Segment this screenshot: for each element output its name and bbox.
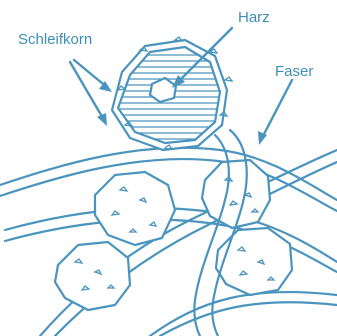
arrow-fiber (262, 80, 292, 138)
fiber-strand (160, 302, 337, 336)
lower-grain (202, 160, 270, 228)
fiber-strand (150, 292, 337, 336)
main-grain (110, 37, 232, 150)
arrowhead (97, 113, 107, 126)
lower-grain (95, 172, 175, 245)
lower-grain (216, 228, 292, 295)
grain-cluster (55, 160, 292, 310)
label-fiber: Faser (275, 63, 313, 80)
lower-grain (55, 242, 130, 310)
label-resin: Harz (238, 9, 270, 26)
label-grain: Schleifkorn (18, 31, 92, 48)
